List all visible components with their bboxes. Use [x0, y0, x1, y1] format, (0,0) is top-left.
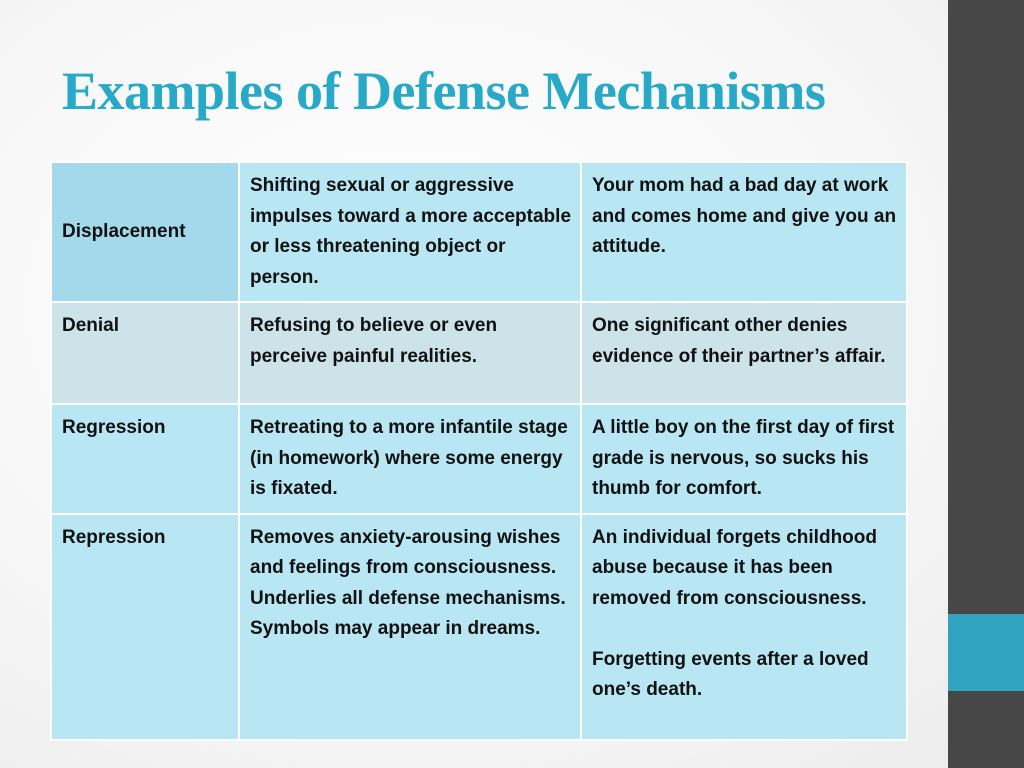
example-cell: One significant other denies evidence of… [580, 301, 908, 405]
example-cell: An individual forgets childhood abuse be… [580, 512, 908, 741]
side-accent-block [948, 614, 1024, 691]
table-row: Repression Removes anxiety-arousing wish… [50, 512, 908, 741]
term-cell: Displacement [50, 161, 240, 303]
definition-cell: Refusing to believe or even perceive pai… [238, 301, 582, 405]
table-row: Denial Refusing to believe or even perce… [50, 301, 908, 405]
definition-cell: Shifting sexual or aggressive impulses t… [238, 161, 582, 303]
term-cell: Denial [50, 301, 240, 405]
table-row: Regression Retreating to a more infantil… [50, 403, 908, 515]
example-cell: A little boy on the first day of first g… [580, 403, 908, 515]
definition-cell: Retreating to a more infantile stage (in… [238, 403, 582, 515]
term-cell: Repression [50, 512, 240, 741]
table-row: Displacement Shifting sexual or aggressi… [50, 161, 908, 303]
definition-cell: Removes anxiety-arousing wishes and feel… [238, 512, 582, 741]
example-cell: Your mom had a bad day at work and comes… [580, 161, 908, 303]
defense-mechanisms-table: Displacement Shifting sexual or aggressi… [50, 161, 908, 741]
slide-title: Examples of Defense Mechanisms [62, 61, 826, 121]
term-cell: Regression [50, 403, 240, 515]
